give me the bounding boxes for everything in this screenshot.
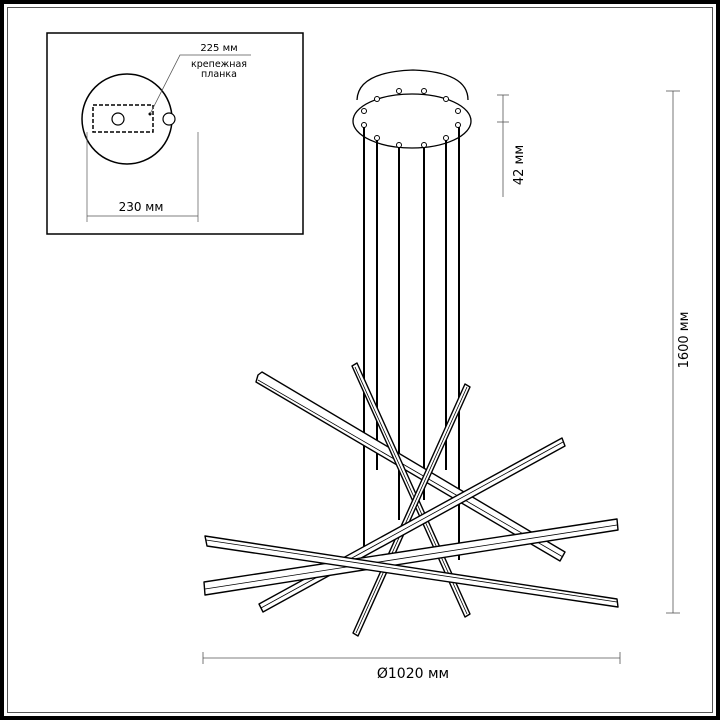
- drawing-frame-inner: [7, 7, 713, 713]
- canopy-diameter-label: 230 мм: [119, 200, 164, 214]
- mounting-bar-outline: [92, 104, 154, 133]
- canopy-top-view-inset: 225 мм крепежная планка 230 мм: [46, 32, 304, 235]
- canopy-height-dimension: [497, 94, 509, 197]
- mount-hole-left: [111, 112, 125, 126]
- total-height-label: 1600 мм: [677, 312, 692, 369]
- total-height-dimension: [666, 90, 680, 614]
- mount-plate-size-label: 225 мм: [200, 43, 237, 54]
- diameter-label: Ø1020 мм: [377, 666, 449, 682]
- ceiling-canopy: [352, 69, 472, 149]
- mounting-bar-label-1: крепежная: [191, 59, 247, 70]
- suspension-rods: [363, 127, 460, 560]
- leader-line: [149, 54, 251, 115]
- diameter-dimension: [202, 652, 621, 664]
- canopy-height-label: 42 мм: [512, 145, 527, 185]
- led-bars: [203, 362, 619, 637]
- led-bar: [204, 535, 619, 608]
- mounting-bar-label-2: планка: [201, 69, 237, 80]
- mount-hole-right: [162, 112, 176, 126]
